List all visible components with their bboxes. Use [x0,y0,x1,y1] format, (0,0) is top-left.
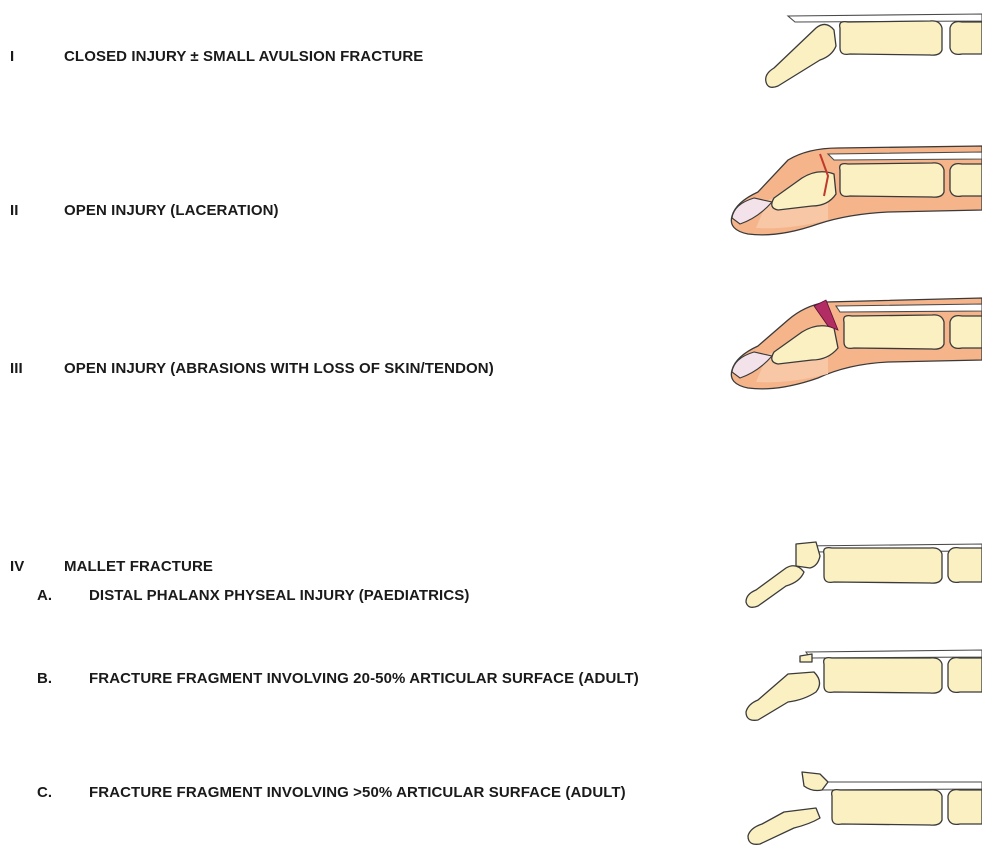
subtype-letter: B. [37,668,52,690]
grade-label: OPEN INJURY (LACERATION) [64,200,279,222]
grade-numeral: IV [10,556,24,578]
grade-numeral: III [10,358,23,380]
subtype-letter: C. [37,782,52,804]
subtype-letter: A. [37,585,52,607]
grade-iv-a-finger [744,536,982,614]
grade-label: MALLET FRACTURE [64,556,213,578]
grade-i-finger [760,8,982,92]
grade-label: OPEN INJURY (ABRASIONS WITH LOSS OF SKIN… [64,358,494,380]
grade-numeral: I [10,46,14,68]
grade-iv-c-finger [744,768,982,848]
grade-iii-finger [728,292,982,402]
subtype-label: DISTAL PHALANX PHYSEAL INJURY (PAEDIATRI… [89,585,709,607]
grade-iv-b-finger [744,642,982,726]
grade-label: CLOSED INJURY ± SMALL AVULSION FRACTURE [64,46,423,68]
subtype-label: FRACTURE FRAGMENT INVOLVING 20-50% ARTIC… [89,668,709,690]
grade-numeral: II [10,200,19,222]
subtype-label: FRACTURE FRAGMENT INVOLVING >50% ARTICUL… [89,782,709,804]
grade-ii-finger [728,140,982,248]
